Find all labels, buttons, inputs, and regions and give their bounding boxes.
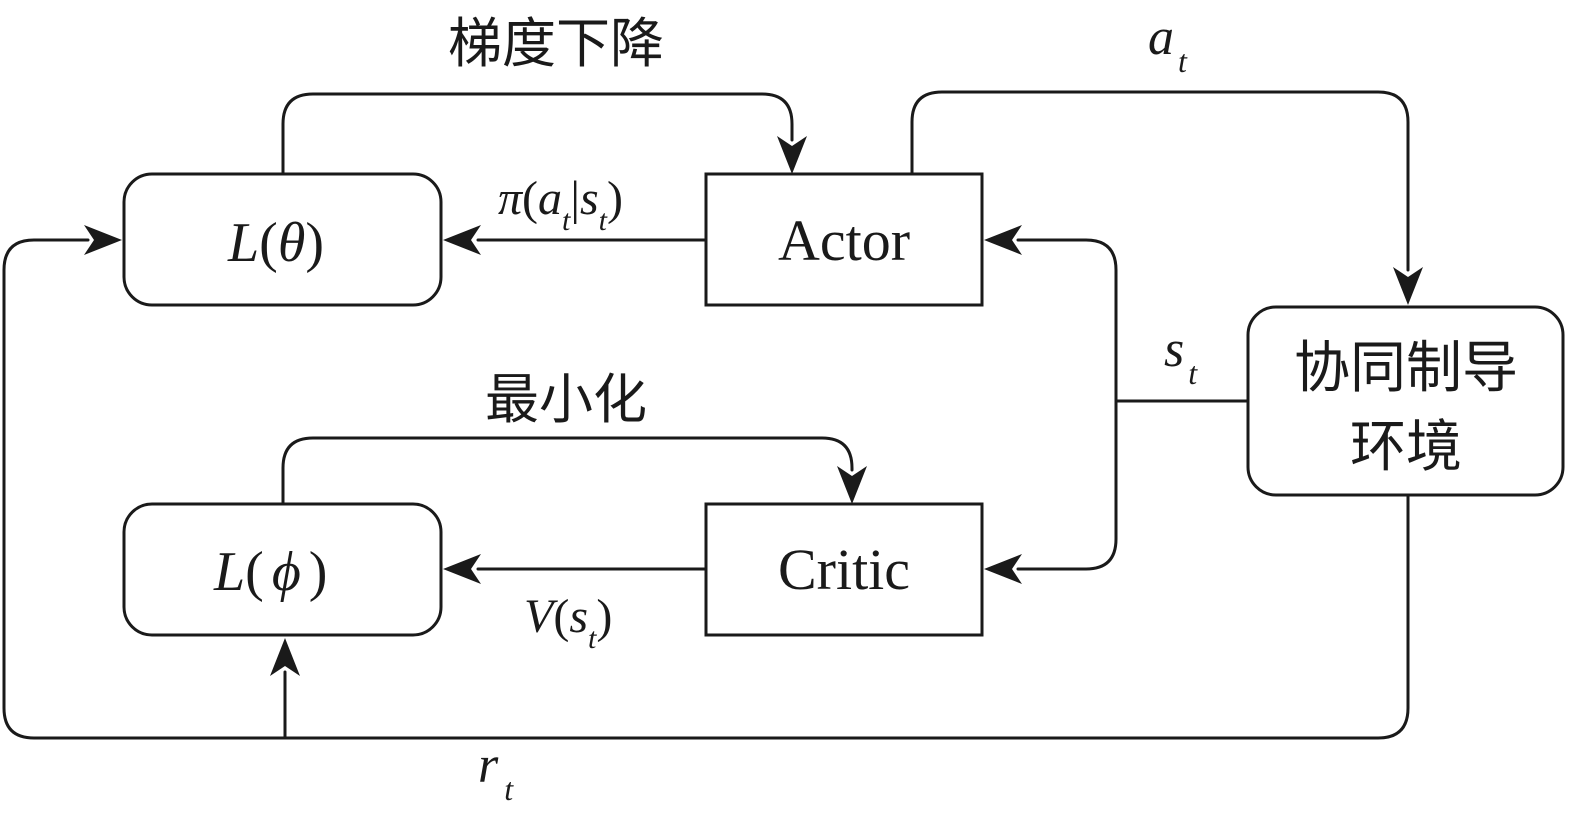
loss-theta-open-paren: ( xyxy=(259,212,278,274)
minimize-label: 最小化 xyxy=(485,368,647,431)
value-open-paren: ( xyxy=(553,590,569,643)
loss-phi-open-paren: ( xyxy=(245,541,264,603)
reward-subscript: t xyxy=(504,771,514,807)
state-symbol: s xyxy=(1164,321,1184,378)
policy-open-paren: ( xyxy=(522,172,538,225)
action-path xyxy=(910,90,1410,272)
loss-theta-symbol: θ xyxy=(278,212,306,274)
value-s: s xyxy=(569,590,588,643)
minimize-path xyxy=(281,436,854,506)
value-label: V(st) xyxy=(524,590,612,655)
reward-symbol: r xyxy=(478,737,499,794)
minimize-arrowhead xyxy=(837,466,867,504)
policy-s-subscript: t xyxy=(599,204,608,237)
policy-close-paren: ) xyxy=(607,172,623,225)
policy-a-subscript: t xyxy=(562,204,571,237)
policy-label: π(at|st) xyxy=(498,172,623,237)
loss-phi-symbol: ϕ xyxy=(272,541,301,603)
environment-label-line2: 环境 xyxy=(1350,415,1462,480)
critic-label: Critic xyxy=(778,537,910,602)
policy-s: s xyxy=(580,172,599,225)
policy-bar: | xyxy=(570,172,580,225)
gradient-descent-label: 梯度下降 xyxy=(448,12,664,75)
state-subscript: t xyxy=(1188,355,1198,391)
actor-box xyxy=(704,172,984,307)
value-close-paren: ) xyxy=(596,590,612,643)
value-arrowhead xyxy=(443,554,481,584)
action-symbol: a xyxy=(1148,9,1174,66)
policy-arrowhead xyxy=(443,225,481,255)
loss-phi-label: L(ϕ) xyxy=(213,541,327,603)
environment-label-line1: 协同制导 xyxy=(1294,336,1518,401)
gradient-descent-arrowhead xyxy=(777,136,807,174)
state-critic-arrowhead xyxy=(984,554,1022,584)
state-bus-path xyxy=(1016,238,1118,571)
actor-label: Actor xyxy=(778,208,910,273)
action-subscript: t xyxy=(1178,43,1188,79)
loss-theta-label: L(θ) xyxy=(227,212,324,274)
value-v: V xyxy=(524,590,558,643)
loss-phi-func: L xyxy=(213,541,245,603)
reward-phi-arrowhead xyxy=(270,638,300,676)
policy-pi: π xyxy=(498,172,524,225)
action-arrowhead xyxy=(1393,267,1423,305)
loss-theta-close-paren: ) xyxy=(305,212,324,274)
reward-theta-arrowhead xyxy=(84,225,122,255)
reward-path xyxy=(2,238,1410,740)
policy-a: a xyxy=(538,172,562,225)
gradient-descent-path xyxy=(281,92,794,176)
loss-theta-func: L xyxy=(227,212,259,274)
value-s-subscript: t xyxy=(588,622,597,655)
loss-phi-close-paren: ) xyxy=(309,541,328,603)
state-actor-arrowhead xyxy=(984,225,1022,255)
